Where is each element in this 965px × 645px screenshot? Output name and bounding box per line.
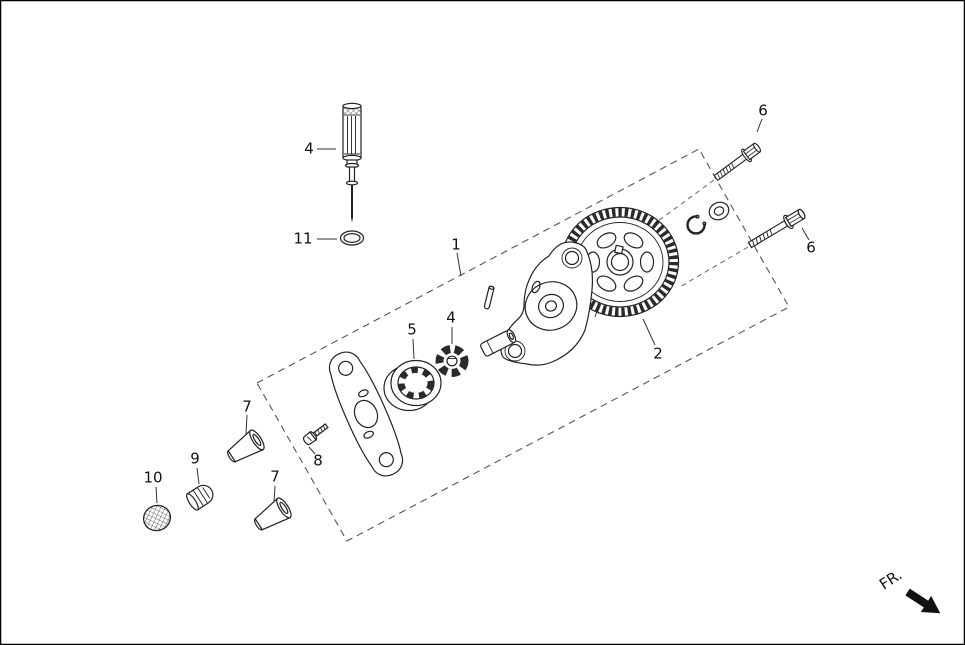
- callout-assembly: 1: [451, 236, 461, 254]
- leader-lines: [155, 118, 810, 504]
- part-screw: [302, 423, 329, 446]
- part-oring: [339, 230, 365, 246]
- part-plunger: [342, 102, 362, 223]
- callout-bolt-lower: 6: [806, 239, 816, 257]
- callout-cone-upper: 7: [242, 398, 252, 416]
- part-pin: [483, 285, 495, 310]
- callout-cap: 9: [190, 450, 200, 468]
- callout-screw: 8: [313, 452, 323, 470]
- part-washer: [708, 201, 730, 221]
- callout-oring: 11: [293, 230, 312, 248]
- part-outer-rotor: [383, 359, 442, 412]
- callout-driven-gear: 2: [653, 345, 663, 363]
- callout-strainer: 10: [143, 469, 162, 487]
- part-shaft: [480, 329, 517, 357]
- fr-arrow-icon: [905, 588, 941, 614]
- part-gasket: [328, 351, 404, 477]
- callout-inner-rotor: 4: [446, 309, 456, 327]
- part-cone-lower: [253, 497, 292, 531]
- part-strainer: [142, 504, 172, 532]
- callout-outer-rotor: 5: [407, 321, 417, 339]
- callout-plunger: 4: [304, 140, 314, 158]
- callout-cone-lower: 7: [270, 468, 280, 486]
- bolt-axis-lines: [653, 179, 749, 289]
- callout-bolt-upper: 6: [758, 102, 768, 120]
- part-inner-rotor: [435, 345, 469, 377]
- part-circlip: [686, 214, 707, 235]
- part-pump-body: [500, 241, 594, 366]
- assembly-boundary-box: [256, 148, 790, 542]
- part-cone-upper: [226, 429, 265, 463]
- part-cap: [186, 484, 214, 511]
